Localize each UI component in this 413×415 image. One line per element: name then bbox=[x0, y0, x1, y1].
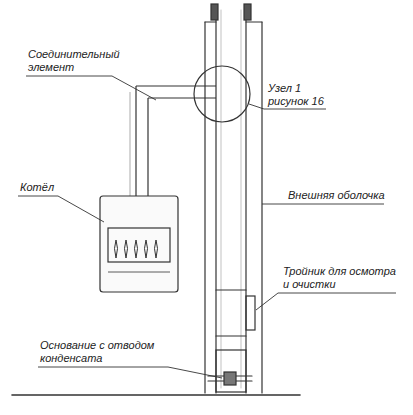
chimney bbox=[216, 350, 246, 392]
boiler bbox=[100, 196, 178, 292]
connecting-pipe bbox=[147, 98, 148, 196]
callout-label: Котёл bbox=[20, 181, 80, 194]
callout-label: Тройник для осмотра и очистки bbox=[283, 265, 401, 291]
chimney bbox=[211, 4, 218, 20]
chimney bbox=[215, 8, 216, 393]
chimney bbox=[205, 21, 216, 22]
chimney bbox=[241, 10, 242, 388]
callout-label: Основание с отводом конденсата bbox=[40, 339, 172, 365]
callout-label: Соединительный элемент bbox=[28, 48, 124, 74]
chimney bbox=[216, 289, 246, 290]
connecting-pipe bbox=[130, 92, 131, 196]
leader-lines bbox=[18, 76, 396, 378]
chimney bbox=[224, 372, 236, 385]
chimney bbox=[12, 4, 300, 395]
connecting-pipe bbox=[136, 85, 216, 86]
chimney bbox=[261, 22, 262, 393]
chimney bbox=[12, 394, 300, 396]
boiler bbox=[115, 240, 158, 258]
chimney bbox=[204, 22, 205, 393]
connecting-pipe bbox=[135, 86, 136, 196]
chimney bbox=[221, 10, 222, 388]
connecting-pipe bbox=[130, 86, 216, 196]
callout-label: Узел 1 рисунок 16 bbox=[268, 82, 332, 108]
leader-lines bbox=[256, 293, 396, 310]
boiler bbox=[108, 228, 170, 262]
leader-lines bbox=[262, 204, 384, 205]
leader-lines bbox=[38, 367, 222, 378]
connecting-pipe bbox=[148, 97, 216, 98]
leader-lines bbox=[18, 196, 104, 222]
detail-circle bbox=[194, 66, 250, 122]
leader-lines bbox=[26, 76, 156, 100]
chimney bbox=[216, 335, 246, 336]
chimney bbox=[244, 4, 251, 20]
chimney bbox=[246, 21, 262, 22]
callout-label: Внешняя оболочка bbox=[288, 189, 398, 202]
chimney bbox=[245, 8, 246, 393]
chimney bbox=[246, 296, 255, 330]
boiler bbox=[108, 272, 170, 273]
boiler bbox=[100, 196, 178, 292]
